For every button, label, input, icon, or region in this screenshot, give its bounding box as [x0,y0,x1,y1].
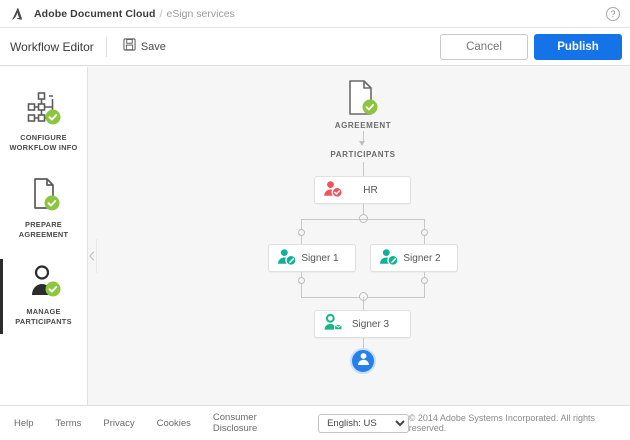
brand-bar: Adobe Document Cloud / eSign services ? [0,0,630,28]
workflow-tree-icon [24,89,64,127]
workflow-canvas: AGREEMENT PARTICIPANTS [88,67,630,405]
help-icon[interactable]: ? [606,6,620,21]
footer-link-consumer-disclosure[interactable]: Consumer Disclosure [212,412,258,434]
save-button-label: Save [140,40,166,53]
connector-line [301,236,302,245]
connector-line [424,236,425,245]
participant-node-signer-2[interactable]: Signer 2 [370,244,458,272]
participant-node-label: Signer 3 [351,318,390,330]
save-button[interactable]: Save [119,35,170,59]
footer-link-cookies[interactable]: Cookies [156,417,191,429]
connector-line [362,204,364,218]
branch-dot [298,277,305,284]
brand-title: Adobe Document Cloud [34,7,156,20]
branch-dot [298,229,305,236]
floppy-disk-icon [123,37,136,56]
workflow-diagram: AGREEMENT PARTICIPANTS [88,67,630,405]
connector-line [301,218,425,220]
brand-subtitle: eSign services [166,7,235,20]
footer-link-help[interactable]: Help [14,417,34,429]
add-recipient-button[interactable] [350,348,376,374]
chevron-left-icon[interactable] [88,239,97,273]
connector-line [362,296,364,311]
participant-node-label: Signer 2 [403,252,441,264]
connector-line [362,338,364,350]
person-sign-icon [277,248,299,268]
participant-node-label: HR [363,184,378,196]
participant-node-signer-1[interactable]: Signer 1 [268,244,356,272]
arrow-icon [359,141,365,146]
agreement-label: AGREEMENT [334,121,392,130]
document-check-icon [346,79,380,117]
connector-line [301,284,302,297]
toolbar-actions: Cancel Publish [440,33,622,60]
brand-separator: / [159,7,163,20]
branch-dot [421,229,428,236]
connector-line [362,131,364,142]
branch-dot [421,277,428,284]
participant-node-label: Signer 1 [301,252,339,264]
person-icon [24,263,64,301]
adobe-logo-icon [10,6,26,22]
toolbar-divider [105,36,107,57]
connector-line [424,284,425,297]
participant-node-signer-3[interactable]: Signer 3 [314,310,411,338]
person-mail-icon [323,313,345,334]
connector-line [362,162,364,176]
participant-node-hr[interactable]: HR [314,176,411,204]
footer-link-privacy[interactable]: Privacy [103,417,135,429]
page-title: Workflow Editor [10,39,94,54]
person-sign-icon [379,248,401,268]
connector-line [301,272,302,281]
connector-line [301,218,302,233]
language-select[interactable]: English: US [318,413,409,433]
footer: Help Terms Privacy Cookies Consumer Disc… [0,405,630,440]
cancel-button[interactable]: Cancel [440,33,528,60]
recipient-avatar-icon [356,351,371,371]
document-icon [24,176,64,214]
editor-toolbar: Workflow Editor Save Cancel Publish [0,28,630,66]
connector-line [424,218,425,233]
connector-line [424,272,425,281]
participants-label: PARTICIPANTS [330,150,396,159]
publish-button[interactable]: Publish [534,33,622,60]
person-approve-icon [323,180,345,200]
footer-link-terms[interactable]: Terms [55,417,82,429]
copyright-text: © 2014 Adobe Systems Incorporated. All r… [408,413,595,433]
